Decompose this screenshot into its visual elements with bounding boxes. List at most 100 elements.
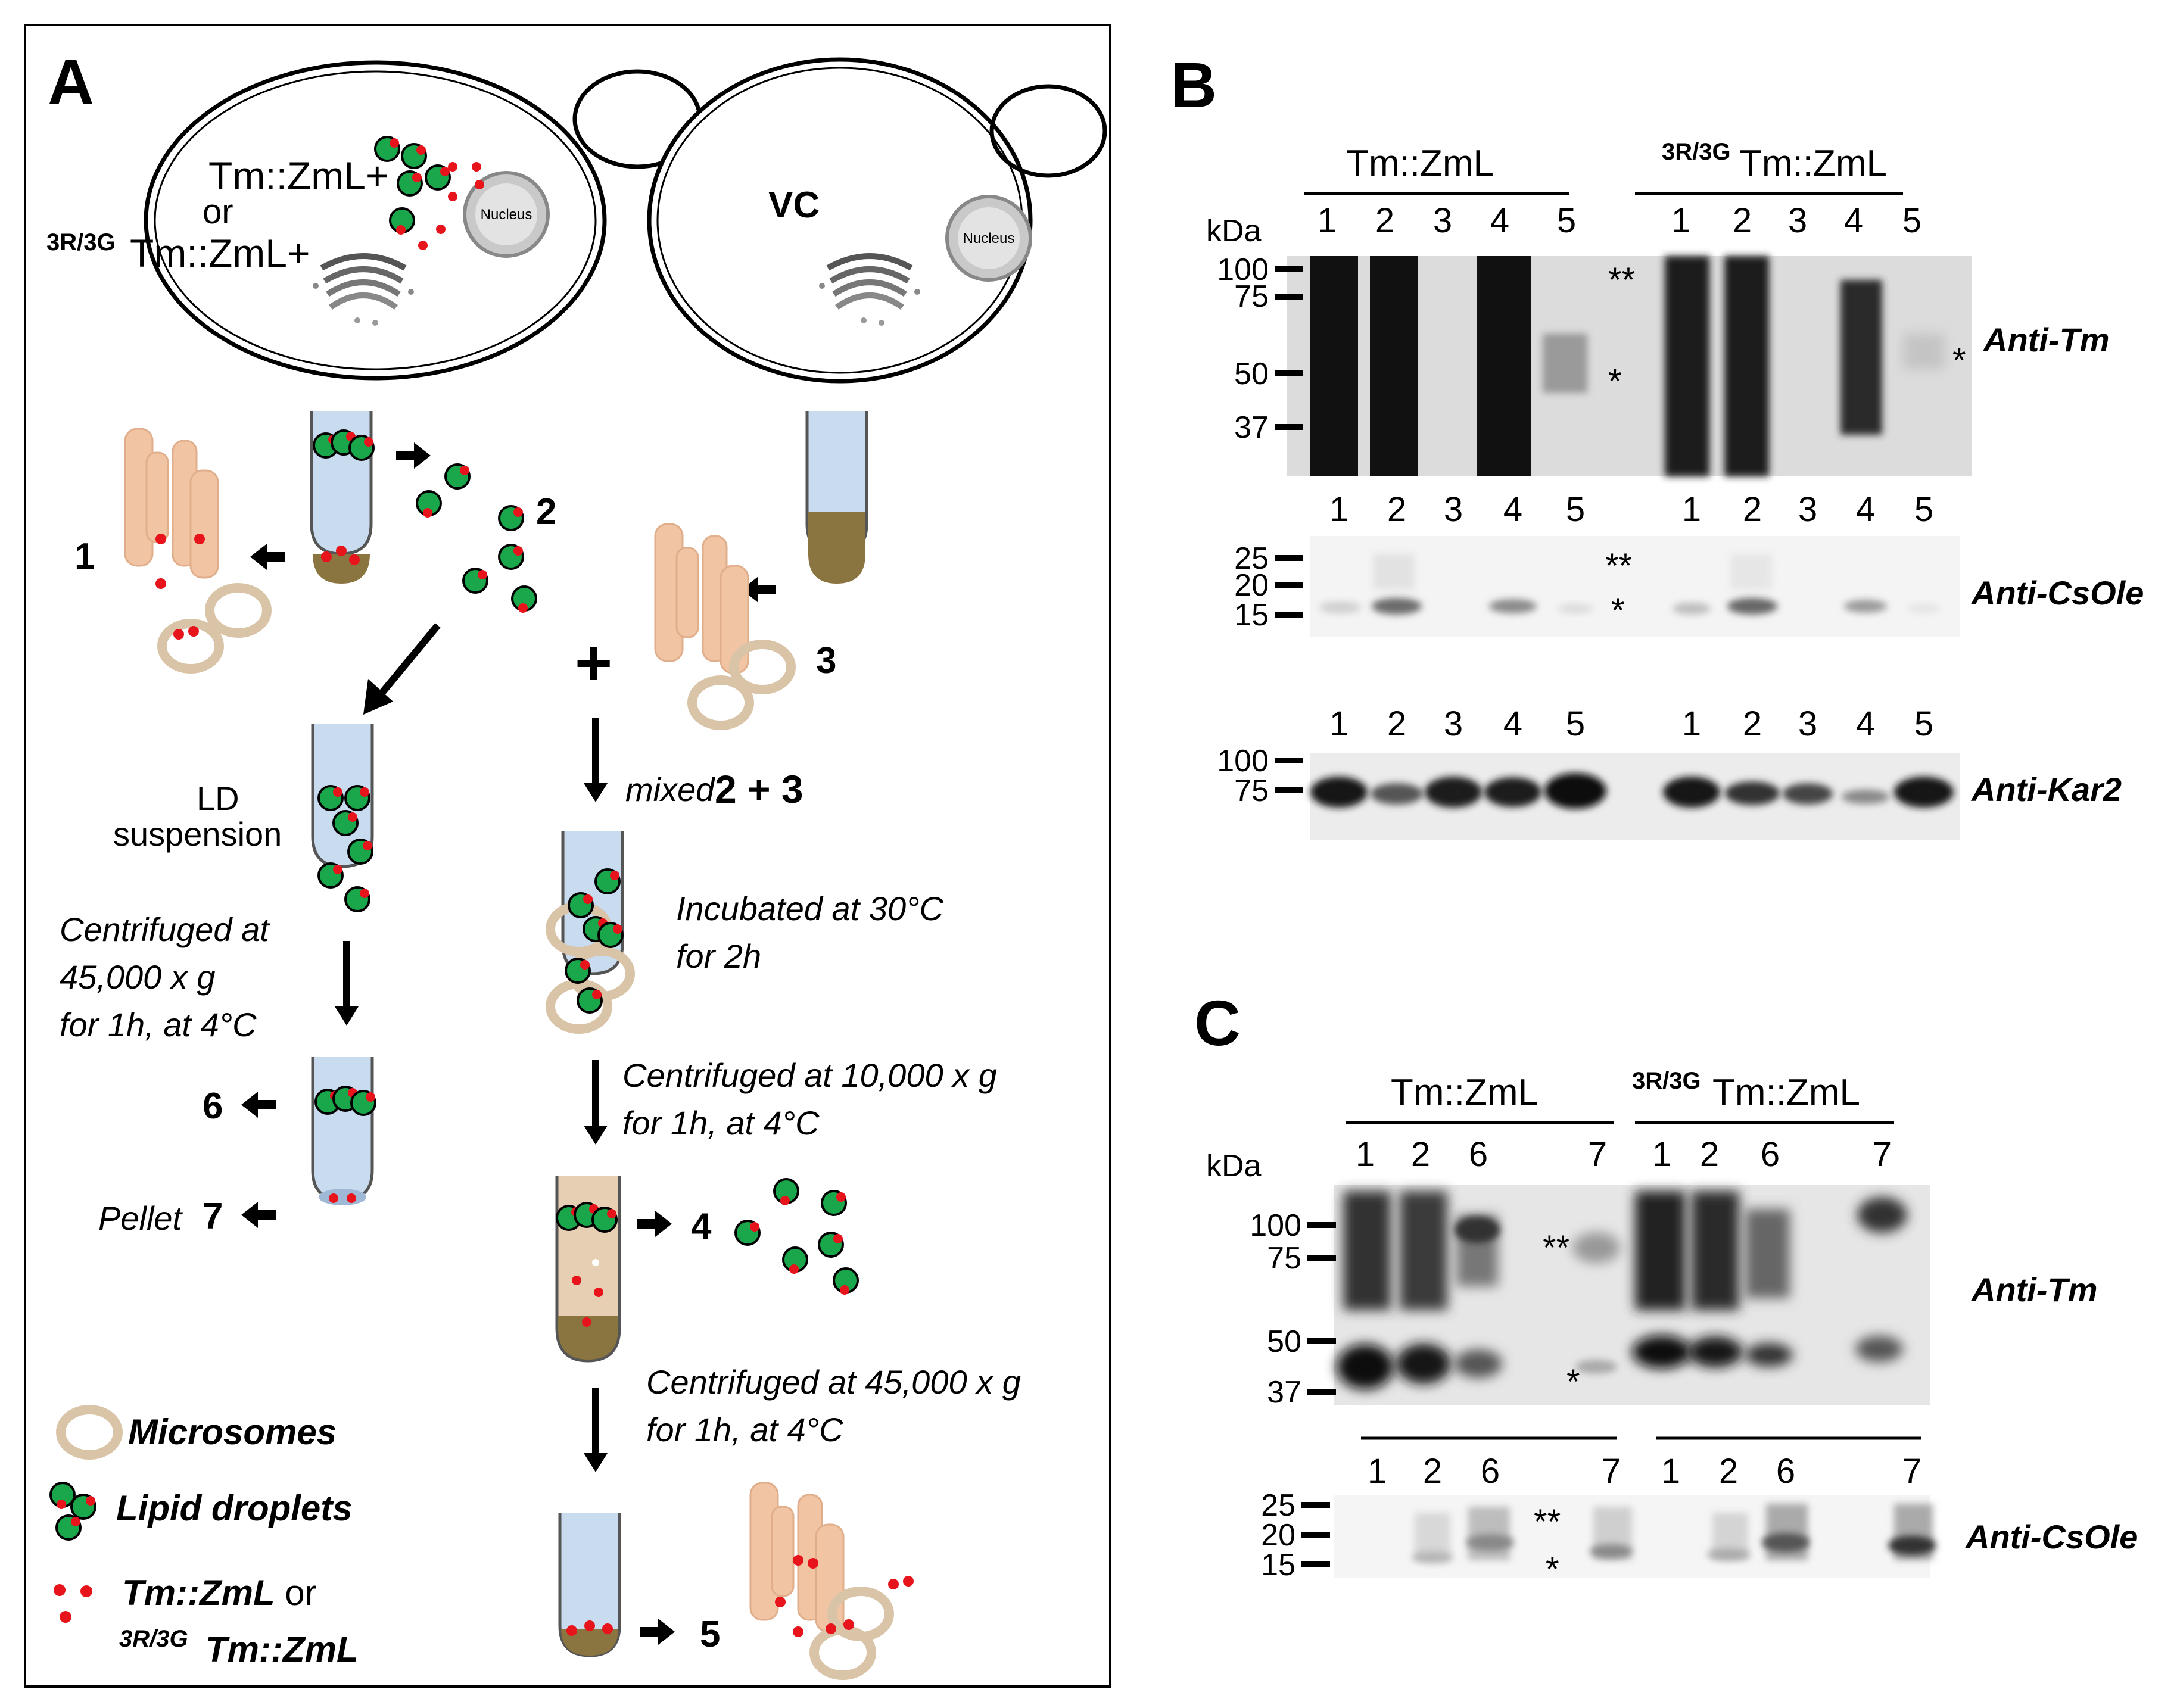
blot-b-anti-tm: ** * *	[1287, 256, 1972, 476]
arrow-diagonal	[363, 623, 441, 715]
centrifuge-mid-2: for 1h, at 4°C	[622, 1104, 820, 1142]
svg-text:37: 37	[1267, 1375, 1301, 1410]
svg-text:1: 1	[1329, 490, 1348, 529]
mw-markers-blot3: 100 75	[1217, 744, 1303, 808]
double-star-marker: **	[1543, 1229, 1569, 1267]
svg-text:7: 7	[1902, 1452, 1921, 1491]
panel-a-border	[24, 24, 1111, 1688]
svg-text:2: 2	[1700, 1135, 1719, 1174]
double-star-marker: **	[1534, 1503, 1561, 1541]
construct-sup: 3R/3G	[46, 229, 116, 255]
svg-text:1: 1	[1318, 201, 1337, 240]
panel-b-letter: B	[1170, 49, 1217, 121]
svg-text:2: 2	[1375, 201, 1394, 240]
svg-text:15: 15	[1261, 1548, 1295, 1582]
arrow-down	[584, 1388, 608, 1472]
plus-sign: +	[575, 627, 612, 699]
svg-text:1: 1	[1661, 1452, 1680, 1491]
svg-text:1: 1	[1368, 1452, 1387, 1491]
or-label: or	[203, 192, 233, 231]
svg-text:75: 75	[1234, 774, 1269, 808]
svg-text:25: 25	[1261, 1488, 1295, 1523]
svg-text:2: 2	[1719, 1452, 1738, 1491]
svg-text:1: 1	[1356, 1135, 1375, 1174]
svg-text:4: 4	[1503, 705, 1522, 743]
svg-text:2: 2	[1733, 201, 1752, 240]
fraction-6-label: 6	[203, 1086, 223, 1127]
svg-text:25: 25	[1234, 541, 1269, 576]
fraction-4-label: 4	[691, 1206, 712, 1247]
blot-b-anti-kar2	[1310, 753, 1960, 840]
protein-dot-icon	[54, 1584, 92, 1623]
svg-text:100: 100	[1217, 744, 1269, 778]
centrifuge-left-3: for 1h, at 4°C	[60, 1006, 257, 1043]
svg-text:6: 6	[1776, 1452, 1795, 1491]
double-star-marker: **	[1605, 547, 1632, 585]
svg-text:6: 6	[1469, 1135, 1488, 1174]
star-marker: *	[1611, 591, 1625, 630]
svg-text:20: 20	[1261, 1518, 1295, 1553]
yeast-cell-expressing: Nucleus Tm::ZmL+ or 3R/3G Tm::ZmL+	[46, 60, 702, 381]
svg-text:3: 3	[1788, 201, 1807, 240]
mixed-label: mixed	[625, 771, 715, 808]
svg-text:37: 37	[1234, 410, 1269, 445]
mw-markers-c-blot1: 100 75 50 37	[1250, 1208, 1336, 1410]
svg-text:100: 100	[1217, 253, 1269, 287]
yeast-cell-vector-control: Nucleus VC	[647, 57, 1107, 384]
bud	[989, 84, 1107, 178]
svg-text:5: 5	[1566, 490, 1585, 529]
group2-sup: 3R/3G	[1662, 139, 1731, 165]
panel-a-letter: A	[48, 46, 94, 118]
star-marker: *	[1952, 341, 1966, 380]
arrow-right	[637, 1211, 672, 1237]
centrifuge-bot-1: Centrifuged at 45,000 x g	[646, 1363, 1021, 1401]
legend-protein-sup: 3R/3G	[119, 1626, 188, 1652]
ld-fraction-2	[416, 463, 537, 614]
centrifuge-left-1: Centrifuged at	[60, 911, 270, 948]
svg-text:7: 7	[1588, 1135, 1607, 1174]
arrow-down	[584, 718, 608, 802]
svg-text:2: 2	[1387, 705, 1406, 743]
mw-markers-blot1: 100 75 50 37	[1217, 253, 1303, 445]
pellet-label: Pellet	[98, 1199, 183, 1237]
tube-10k-spin	[555, 1176, 621, 1363]
arrow-down	[584, 1060, 608, 1145]
fraction-2-label: 2	[536, 491, 556, 532]
tube-ld-suspension	[313, 724, 372, 912]
arrow-right	[640, 1619, 675, 1645]
tube-45k-spin	[560, 1513, 619, 1656]
legend-protein-2: Tm::ZmL	[205, 1629, 359, 1669]
svg-text:4: 4	[1856, 705, 1875, 743]
arrow-left	[241, 1092, 276, 1118]
lane-numbers-blot1: 1 2 6 7 1 2 6 7	[1356, 1135, 1892, 1174]
ld-suspension-label-2: suspension	[113, 815, 282, 853]
blot-label-anti-csole: Anti-CsOle	[1964, 1518, 2138, 1556]
ld-fraction-4	[734, 1178, 859, 1296]
tube-ld-spun	[313, 1057, 376, 1205]
blot-b-anti-csole: ** *	[1310, 536, 1960, 637]
blot-label-anti-tm: Anti-Tm	[1970, 1271, 2098, 1308]
panel-c: C Tm::ZmL 3R/3G Tm::ZmL kDa 1 2 6 7 1 2 …	[1194, 987, 2138, 1589]
nucleus-label: Nucleus	[963, 230, 1015, 247]
group2-label: Tm::ZmL	[1739, 143, 1887, 184]
panel-a-legend: Microsomes Lipid droplets Tm::ZmL or 3R/…	[49, 1410, 359, 1669]
lane-numbers-blot2: 1 2 6 7 1 2 6 7	[1368, 1452, 1921, 1491]
centrifuge-mid-1: Centrifuged at 10,000 x g	[622, 1056, 997, 1094]
svg-text:1: 1	[1329, 705, 1348, 743]
svg-text:2: 2	[1743, 705, 1762, 743]
mw-markers-c-blot2: 25 20 15	[1261, 1488, 1330, 1582]
svg-text:4: 4	[1844, 201, 1863, 240]
tube-cell-lysate	[312, 411, 375, 584]
svg-text:1: 1	[1682, 705, 1701, 743]
group1-label: Tm::ZmL	[1391, 1072, 1538, 1113]
construct-label-2: Tm::ZmL+	[130, 231, 310, 275]
star-marker: *	[1546, 1550, 1559, 1589]
centrifuge-bot-2: for 1h, at 4°C	[646, 1411, 843, 1448]
svg-text:3: 3	[1444, 490, 1463, 529]
group1-label: Tm::ZmL	[1346, 143, 1494, 184]
svg-text:20: 20	[1234, 568, 1269, 603]
svg-text:1: 1	[1652, 1135, 1671, 1174]
svg-text:7: 7	[1602, 1452, 1621, 1491]
panel-b: B Tm::ZmL 3R/3G Tm::ZmL kDa 1 2 3 4 5 1 …	[1170, 49, 2144, 840]
svg-text:2: 2	[1387, 490, 1406, 529]
